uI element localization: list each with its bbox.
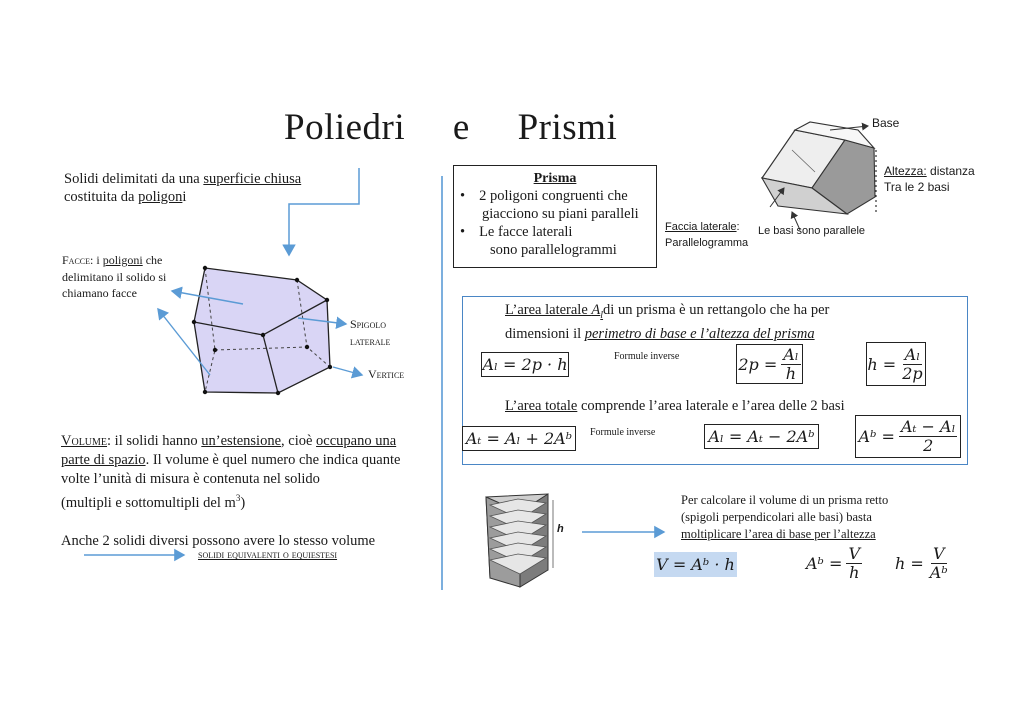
faces-heading: Facce	[62, 253, 91, 267]
formula-area-laterale: Aₗ = 2p · h	[481, 352, 569, 377]
polyhedron-figure	[191, 265, 333, 396]
height-h-label: h	[557, 523, 564, 535]
spigolo-arrow	[297, 316, 348, 330]
vertice-arrow	[332, 366, 364, 379]
poligoni-link: poligon	[138, 189, 183, 205]
stacked-prism-figure	[485, 493, 554, 588]
faces-text: Facce: i poligoni che delimitano il soli…	[62, 253, 167, 300]
formule-inverse-label-1: Formule inverse	[614, 351, 680, 362]
prisma-box-title: Prisma	[533, 171, 577, 186]
faccia-laterale-label: Faccia laterale: Parallelogramma	[665, 221, 749, 249]
superficie-chiusa-link: superficie chiusa	[203, 171, 302, 187]
volume-text: Volume: il solidi hanno un’estensione, c…	[61, 433, 401, 549]
face-arrow-1	[170, 286, 244, 305]
equivalenti-label: solidi equivalenti o equiestesi	[198, 547, 338, 561]
formula-area-laterale-inversa: Aₗ = Aₜ − 2Aᵇ	[704, 424, 819, 449]
intro-text: Solidi delimitati da una superficie chiu…	[64, 171, 302, 205]
oblique-prism-figure	[760, 121, 877, 231]
basi-parallele-label: Le basi sono parallele	[758, 225, 866, 237]
altezza-label: Altezza: distanza Tra le 2 basi	[884, 164, 975, 194]
formule-inverse-label-2: Formule inverse	[590, 427, 656, 438]
volume-heading: Volume	[61, 433, 108, 449]
title-poliedri: Poliedri	[284, 107, 406, 148]
area-laterale-text: L’area laterale Aldi un prisma è un rett…	[505, 302, 830, 343]
spigolo-label: Spigolo laterale	[350, 317, 391, 348]
page-title: Poliedri e Prismi	[284, 106, 617, 149]
area-totale-text: L’area totale comprende l’area laterale …	[505, 398, 845, 414]
vertice-label: Vertice	[368, 367, 405, 381]
prisma-definition-box: Prisma •2 poligoni congruenti che giacci…	[453, 165, 657, 268]
base-label: Base	[872, 116, 900, 130]
face-arrow-2	[157, 307, 211, 376]
volume-prisma-text: Per calcolare il volume di un prisma ret…	[681, 493, 889, 541]
title-prismi: Prismi	[517, 107, 618, 148]
formula-volume: V = Aᵇ · h	[654, 552, 737, 577]
area-box	[462, 296, 968, 465]
formula-area-totale: Aₜ = Aₗ + 2Aᵇ	[462, 426, 576, 451]
intro-arrow	[282, 168, 360, 257]
title-e: e	[452, 107, 470, 148]
